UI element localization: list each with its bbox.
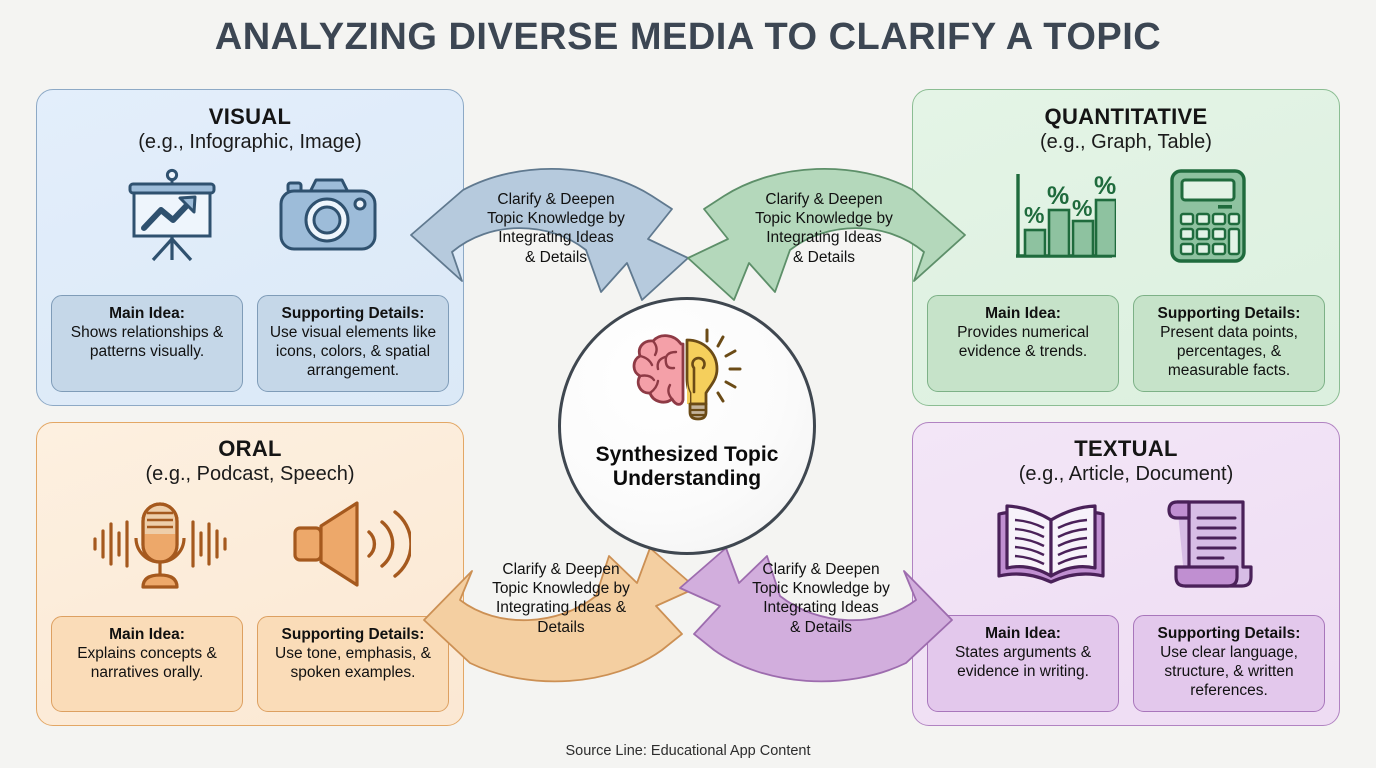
arrow-visual [410,167,689,301]
arrow-oral [423,547,697,683]
svg-text:%: % [1094,172,1116,200]
panel-visual-icons [37,166,463,266]
svg-text:%: % [1072,195,1092,221]
hub-label-line1: Synthesized Topic [595,443,779,466]
panel-textual-title: TEXTUAL [1074,436,1178,461]
card-supporting-details-textual[interactable]: Supporting Details: Use clear language, … [1133,615,1325,712]
panel-textual-subtitle: (e.g., Article, Document) [1018,463,1234,485]
panel-quantitative-icons: % % % % [913,166,1339,266]
card-head: Main Idea: [985,305,1061,323]
brain-lightbulb-icon [632,328,742,421]
card-body: Use tone, emphasis, & spoken examples. [275,645,431,681]
card-head: Main Idea: [109,305,185,323]
card-supporting-details-visual[interactable]: Supporting Details: Use visual elements … [257,295,449,392]
open-book-icon [997,504,1105,584]
brain-lightbulb-icon-wrap [624,322,750,439]
card-head: Supporting Details: [281,626,425,643]
panel-textual-cards: Main Idea: States arguments & evidence i… [927,615,1325,712]
card-main-idea-textual[interactable]: Main Idea: States arguments & evidence i… [927,615,1119,712]
arrow-quant [687,167,966,301]
camera-icon [279,178,377,251]
hub-label-line2: Understanding [612,466,762,490]
scroll-document-icon [1167,500,1253,588]
panel-visual-title: VISUAL [208,104,292,129]
card-body: Use visual elements like icons, colors, … [269,324,437,380]
card-body: Shows relationships & patterns visually. [70,324,224,361]
card-main-idea-quantitative[interactable]: Main Idea: Provides numerical evidence &… [927,295,1119,392]
center-hub[interactable]: Synthesized Topic Understanding [558,297,816,555]
panel-visual[interactable]: VISUAL (e.g., Infographic, Image) [36,89,464,406]
speaker-sound-icon [293,501,411,587]
panel-textual-icons [913,498,1339,590]
panel-oral[interactable]: ORAL (e.g., Podcast, Speech) [36,422,464,726]
panel-visual-cards: Main Idea: Shows relationships & pattern… [51,295,449,392]
panel-quantitative-subtitle: (e.g., Graph, Table) [1040,131,1212,153]
card-main-idea-visual[interactable]: Main Idea: Shows relationships & pattern… [51,295,243,392]
card-body: States arguments & evidence in writing. [954,644,1092,681]
microphone-waveform-icon [93,502,227,589]
card-body: Present data points, percentages, & meas… [1160,324,1298,380]
panel-quantitative-cards: Main Idea: Provides numerical evidence &… [927,295,1325,392]
panel-oral-cards: Main Idea: Explains concepts & narrative… [51,616,449,712]
card-supporting-details-oral[interactable]: Supporting Details: Use tone, emphasis, … [257,616,449,712]
panel-oral-icons [37,498,463,590]
page-title: ANALYZING DIVERSE MEDIA TO CLARIFY A TOP… [214,16,1162,58]
panel-textual[interactable]: TEXTUAL (e.g., Article, Document) [912,422,1340,726]
panel-quantitative[interactable]: QUANTITATIVE (e.g., Graph, Table) % % % … [912,89,1340,406]
arrow-textual [679,547,953,683]
card-body: Explains concepts & narratives orally. [77,645,217,681]
card-head: Supporting Details: [1157,305,1301,323]
panel-oral-subtitle: (e.g., Podcast, Speech) [145,463,355,485]
source-line: Source Line: Educational App Content [565,743,811,759]
panel-visual-subtitle: (e.g., Infographic, Image) [138,131,362,153]
presentation-chart-icon [128,168,216,262]
percent-bar-chart-icon: % % % % [1016,172,1116,258]
svg-text:%: % [1047,182,1069,210]
card-main-idea-oral[interactable]: Main Idea: Explains concepts & narrative… [51,616,243,712]
calculator-icon [1170,169,1246,263]
card-head: Main Idea: [985,625,1061,643]
card-head: Supporting Details: [1157,625,1301,643]
card-head: Supporting Details: [281,305,425,323]
hub-label: Synthesized Topic Understanding [596,443,779,490]
svg-text:%: % [1024,202,1044,228]
panel-quantitative-title: QUANTITATIVE [1044,104,1208,129]
card-head: Main Idea: [109,626,185,643]
card-supporting-details-quantitative[interactable]: Supporting Details: Present data points,… [1133,295,1325,392]
card-body: Use clear language, structure, & written… [1160,644,1298,700]
panel-oral-title: ORAL [218,436,282,461]
card-body: Provides numerical evidence & trends. [957,324,1089,361]
